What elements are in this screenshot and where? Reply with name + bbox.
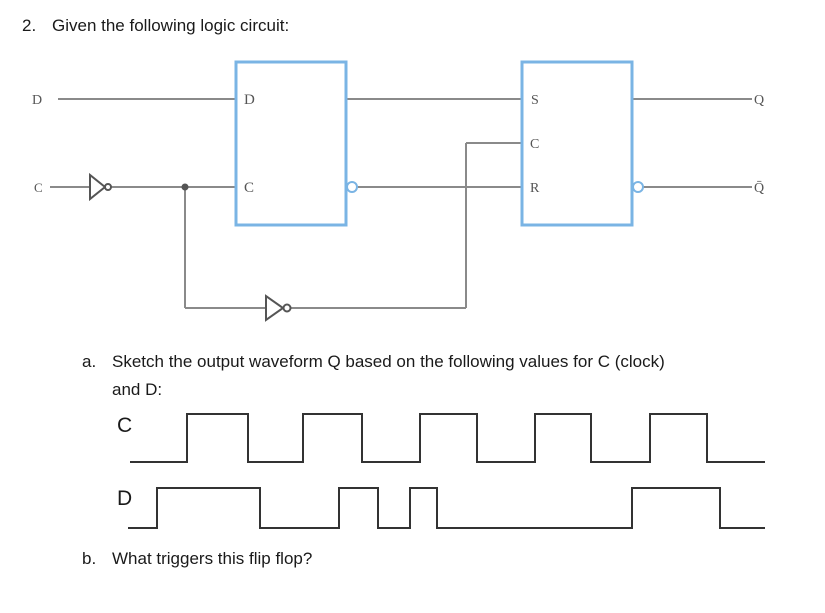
inverter-2 [265,294,292,322]
circuit-wires [50,98,752,309]
part-a-text: Sketch the output waveform Q based on th… [112,352,665,371]
part-b-text: What triggers this flip flop? [112,549,313,568]
input-c-label: C [34,180,43,195]
ff2-pin-s: S [531,93,539,108]
clock-signal-path [130,413,765,463]
ff1-pin-c: C [244,180,254,196]
junction-dot [181,183,189,191]
part-a-text-continued: and D: [112,380,163,399]
ff1-pin-d: D [244,92,255,108]
data-waveform [128,487,765,529]
data-waveform-label: D [117,487,132,510]
clock-waveform [130,413,765,463]
inverter-1 [89,172,112,202]
ff2-pin-c: C [530,137,539,152]
clock-waveform-label: C [117,414,132,437]
ff1-qbar-bubble [346,181,358,193]
part-b-marker: b. [82,549,97,568]
question-number: 2. [22,16,37,35]
question-title: Given the following logic circuit: [52,16,290,35]
output-qbar-label: Q̄ [754,180,764,196]
ff2-pin-r: R [530,181,540,196]
data-signal-path [128,487,765,529]
output-q-label: Q [754,93,764,108]
flipflop-1-box [234,60,348,227]
part-a-marker: a. [82,352,97,371]
flipflop-2-box [520,60,634,227]
ff2-qbar-bubble [632,181,644,193]
input-d-label: D [32,93,42,108]
